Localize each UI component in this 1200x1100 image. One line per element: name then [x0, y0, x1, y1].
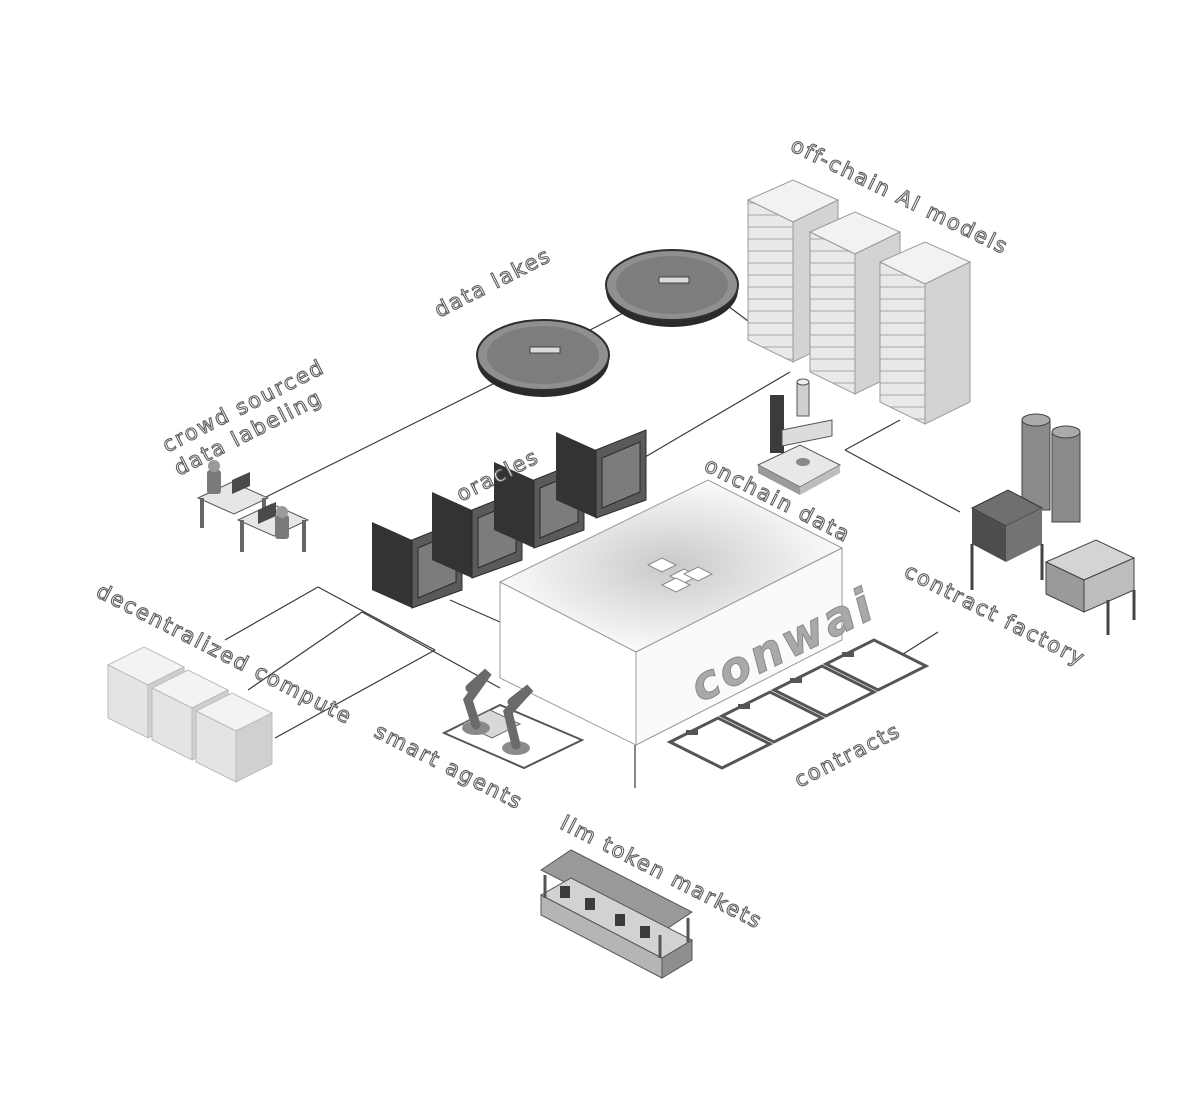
compute-tower-3 [194, 692, 274, 783]
data-lake-left [476, 319, 610, 397]
connection-lines [224, 299, 961, 788]
contract-factory-icon [970, 413, 1136, 635]
workers-desk-icon [196, 460, 310, 552]
contract-clipboards [666, 638, 930, 770]
oracle-cabinet-4 [556, 429, 647, 519]
market-stall-icon [539, 849, 694, 979]
data-lake-right [605, 249, 739, 327]
server-rack-3 [878, 241, 972, 425]
robot-arms-icon [441, 668, 585, 770]
microscope-icon [756, 378, 842, 495]
conwai-core-block [498, 479, 844, 746]
